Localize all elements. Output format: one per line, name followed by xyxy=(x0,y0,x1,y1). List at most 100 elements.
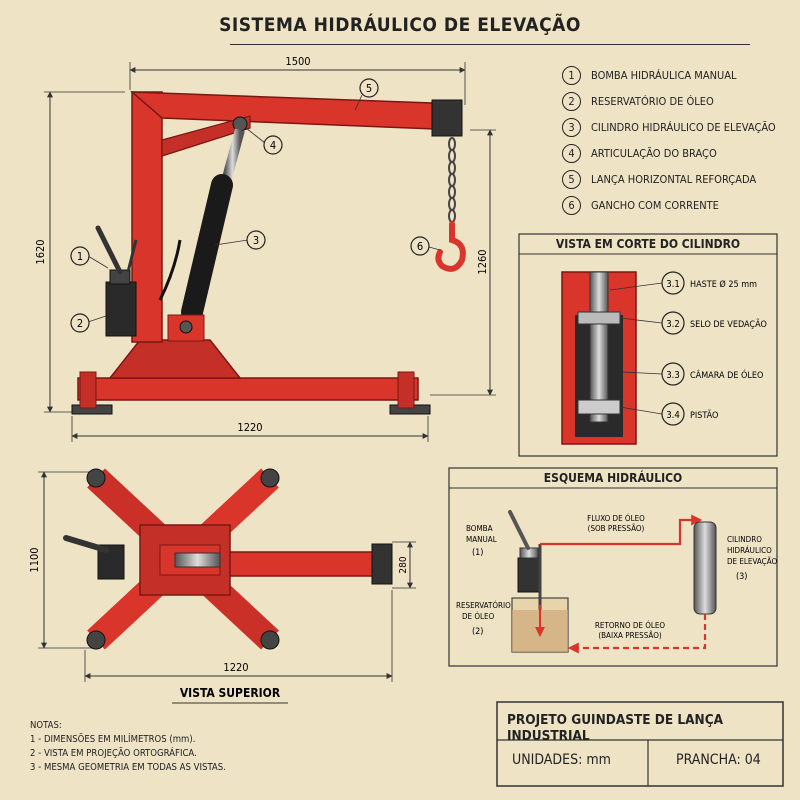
section-label-seal: SELO DE VEDAÇÃO xyxy=(690,319,767,330)
legend-item: 2 RESERVATÓRIO DE ÓLEO xyxy=(562,88,776,114)
notes: NOTAS: 1 - DIMENSÕES EM MILÍMETROS (mm).… xyxy=(30,719,226,775)
title-block xyxy=(496,701,784,787)
pump-reservoir xyxy=(105,281,137,337)
section-callout-seal: 3.2 xyxy=(666,319,680,330)
section-callout-chamber: 3.3 xyxy=(666,370,680,381)
pump-num: (1) xyxy=(472,548,483,558)
dim-top-small: 280 xyxy=(398,556,409,573)
reservoir-num: (2) xyxy=(472,627,483,637)
callout-hook: 6 xyxy=(417,240,423,253)
legend-label: ARTICULAÇÃO DO BRAÇO xyxy=(591,146,717,160)
pressure-line xyxy=(540,514,703,546)
return-line xyxy=(567,614,707,654)
cylinder-base-pin xyxy=(179,320,193,334)
reservoir-label-2: DE ÓLEO xyxy=(462,610,495,621)
cylinder-num: (3) xyxy=(736,572,747,582)
dim-top-height: 1100 xyxy=(28,547,41,572)
vertical-column xyxy=(131,91,163,343)
top-boom-tip xyxy=(371,543,393,585)
title-block-sheet: PRANCHA: 04 xyxy=(676,752,761,768)
parts-legend: 1 BOMBA HIDRÁULICA MANUAL 2 RESERVATÓRIO D… xyxy=(562,62,776,218)
section-label-piston: PISTÃO xyxy=(690,410,718,421)
page-title: SISTEMA HIDRÁULICO DE ELEVAÇÃO xyxy=(219,14,581,36)
note-line: 2 - VISTA EM PROJEÇÃO ORTOGRÁFICA. xyxy=(30,748,197,759)
section-callout-rod: 3.1 xyxy=(666,279,680,290)
pump-handle xyxy=(95,225,123,275)
legend-label: RESERVATÓRIO DE ÓLEO xyxy=(591,94,714,108)
note-line: 3 - MESMA GEOMETRIA EM TODAS AS VISTAS. xyxy=(30,762,226,773)
pump-valve-stem xyxy=(126,239,138,273)
note-line: 1 - DIMENSÕES EM MILÍMETROS (mm). xyxy=(30,734,196,745)
dim-top-width: 1220 xyxy=(223,661,248,674)
return-label-2: (BAIXA PRESSÃO) xyxy=(598,630,662,640)
section-callout-piston: 3.4 xyxy=(666,410,680,421)
legend-item: 4 ARTICULAÇÃO DO BRAÇO xyxy=(562,140,776,166)
dim-width-bottom: 1220 xyxy=(237,421,262,434)
legend-item: 3 CILINDRO HIDRÁULICO DE ELEVAÇÃO xyxy=(562,114,776,140)
top-foot xyxy=(260,468,280,488)
lift-hook xyxy=(435,221,466,272)
schematic-pump-handle xyxy=(508,510,530,550)
base-end-right xyxy=(397,371,415,409)
title-block-project: PROJETO GUINDASTE DE LANÇA INDUSTRIAL xyxy=(507,712,723,744)
section-label-chamber: CÂMARA DE ÓLEO xyxy=(690,369,763,381)
section-rod xyxy=(589,271,609,423)
hydraulic-hose xyxy=(158,239,182,301)
horizontal-boom xyxy=(129,91,461,131)
hydraulic-schematic-title: ESQUEMA HIDRÁULICO xyxy=(543,471,683,485)
callout-reservoir: 2 xyxy=(77,317,83,330)
top-cylinder xyxy=(174,552,221,568)
section-seal xyxy=(577,311,621,325)
boom-tip-plate xyxy=(431,99,463,137)
top-view: 1100 1220 280 xyxy=(28,468,416,704)
dim-width-top: 1500 xyxy=(285,55,310,68)
cylinder-label-2: HIDRÁULICO xyxy=(727,544,772,555)
callout-boom: 5 xyxy=(366,82,372,95)
section-label-rod: HASTE Ø 25 mm xyxy=(690,279,757,290)
legend-label: GANCHO COM CORRENTE xyxy=(591,198,719,212)
legend-number: 5 xyxy=(562,169,581,189)
notes-heading: NOTAS: xyxy=(30,720,62,731)
side-view: 1500 1620 1260 1220 xyxy=(34,55,496,442)
top-foot xyxy=(86,630,106,650)
section-view-panel: 3.1 3.2 3.3 3.4 HASTE Ø 25 mm SELO DE VE… xyxy=(518,233,778,457)
top-foot xyxy=(86,468,106,488)
legend-number: 3 xyxy=(562,117,581,137)
legend-label: CILINDRO HIDRÁULICO DE ELEVAÇÃO xyxy=(591,120,776,134)
legend-number: 1 xyxy=(562,65,581,85)
section-piston xyxy=(577,399,621,415)
base-end-left xyxy=(79,371,97,409)
dim-height-left: 1620 xyxy=(34,239,47,264)
legend-item: 1 BOMBA HIDRÁULICA MANUAL xyxy=(562,62,776,88)
top-pump-handle xyxy=(63,535,109,553)
dim-height-right: 1260 xyxy=(476,249,489,274)
legend-number: 4 xyxy=(562,143,581,163)
section-view-title: VISTA EM CORTE DO CILINDRO xyxy=(555,237,741,251)
legend-number: 2 xyxy=(562,91,581,111)
title-block-units: UNIDADES: mm xyxy=(512,752,611,768)
legend-number: 6 xyxy=(562,195,581,215)
pump-label-1: BOMBA xyxy=(466,524,493,533)
flow-label-1: FLUXO DE ÓLEO xyxy=(587,512,645,523)
cylinder-label-3: DE ELEVAÇÃO xyxy=(727,556,777,566)
return-label-1: RETORNO DE ÓLEO xyxy=(595,619,666,630)
hydraulic-schematic-panel: BOMBA MANUAL (1) RESERVATÓRIO DE ÓLEO (2… xyxy=(448,467,778,667)
arm-pivot xyxy=(232,116,248,132)
title-underline xyxy=(230,44,750,45)
legend-label: BOMBA HIDRÁULICA MANUAL xyxy=(591,68,737,82)
schematic-cylinder xyxy=(693,521,717,615)
flow-label-2: (SOB PRESSÃO) xyxy=(588,523,645,533)
schematic-pump xyxy=(517,557,541,593)
pump-label-2: MANUAL xyxy=(466,535,497,544)
reservoir-label-1: RESERVATÓRIO xyxy=(456,599,511,610)
callout-pivot: 4 xyxy=(270,139,276,152)
callout-pump: 1 xyxy=(77,250,83,263)
callout-cylinder: 3 xyxy=(253,234,259,247)
hook-chain xyxy=(448,137,456,223)
column-base-plate xyxy=(108,339,242,379)
cylinder-label-1: CILINDRO xyxy=(727,535,762,544)
top-view-title: VISTA SUPERIOR xyxy=(180,686,281,700)
